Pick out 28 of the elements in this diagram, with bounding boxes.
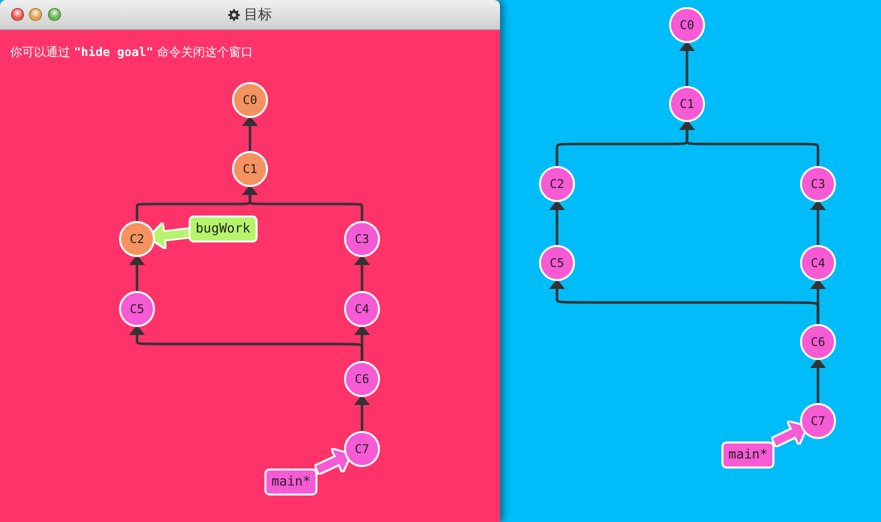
instruction-text: 你可以通过 "hide goal" 命令关闭这个窗口: [10, 44, 254, 60]
arrow: [129, 255, 145, 291]
arrow: [354, 255, 370, 291]
arrow: [679, 120, 820, 166]
arrow: [679, 41, 695, 86]
commit-node: C2: [119, 221, 155, 257]
block-arrow: [316, 450, 350, 474]
branch-label: main*: [264, 468, 318, 496]
arrow: [549, 279, 820, 324]
arrow: [242, 116, 258, 151]
commit-node: C3: [344, 221, 380, 257]
branch-label: bugWork: [188, 216, 258, 242]
commit-node: C6: [344, 361, 380, 397]
block-arrow: [772, 422, 806, 446]
commit-node: C1: [232, 151, 268, 187]
goal-window: [0, 0, 500, 522]
branch-label: main*: [721, 442, 775, 468]
arrow: [810, 358, 826, 403]
window-title: 目标: [244, 6, 272, 24]
commit-node: C7: [344, 431, 380, 467]
arrow: [129, 325, 364, 361]
commit-node: C5: [119, 291, 155, 327]
commit-node: C4: [344, 291, 380, 327]
arrow: [549, 200, 565, 245]
commit-node: C0: [232, 82, 268, 118]
arrow: [242, 185, 364, 221]
arrow: [810, 200, 826, 245]
arrow: [354, 395, 370, 431]
